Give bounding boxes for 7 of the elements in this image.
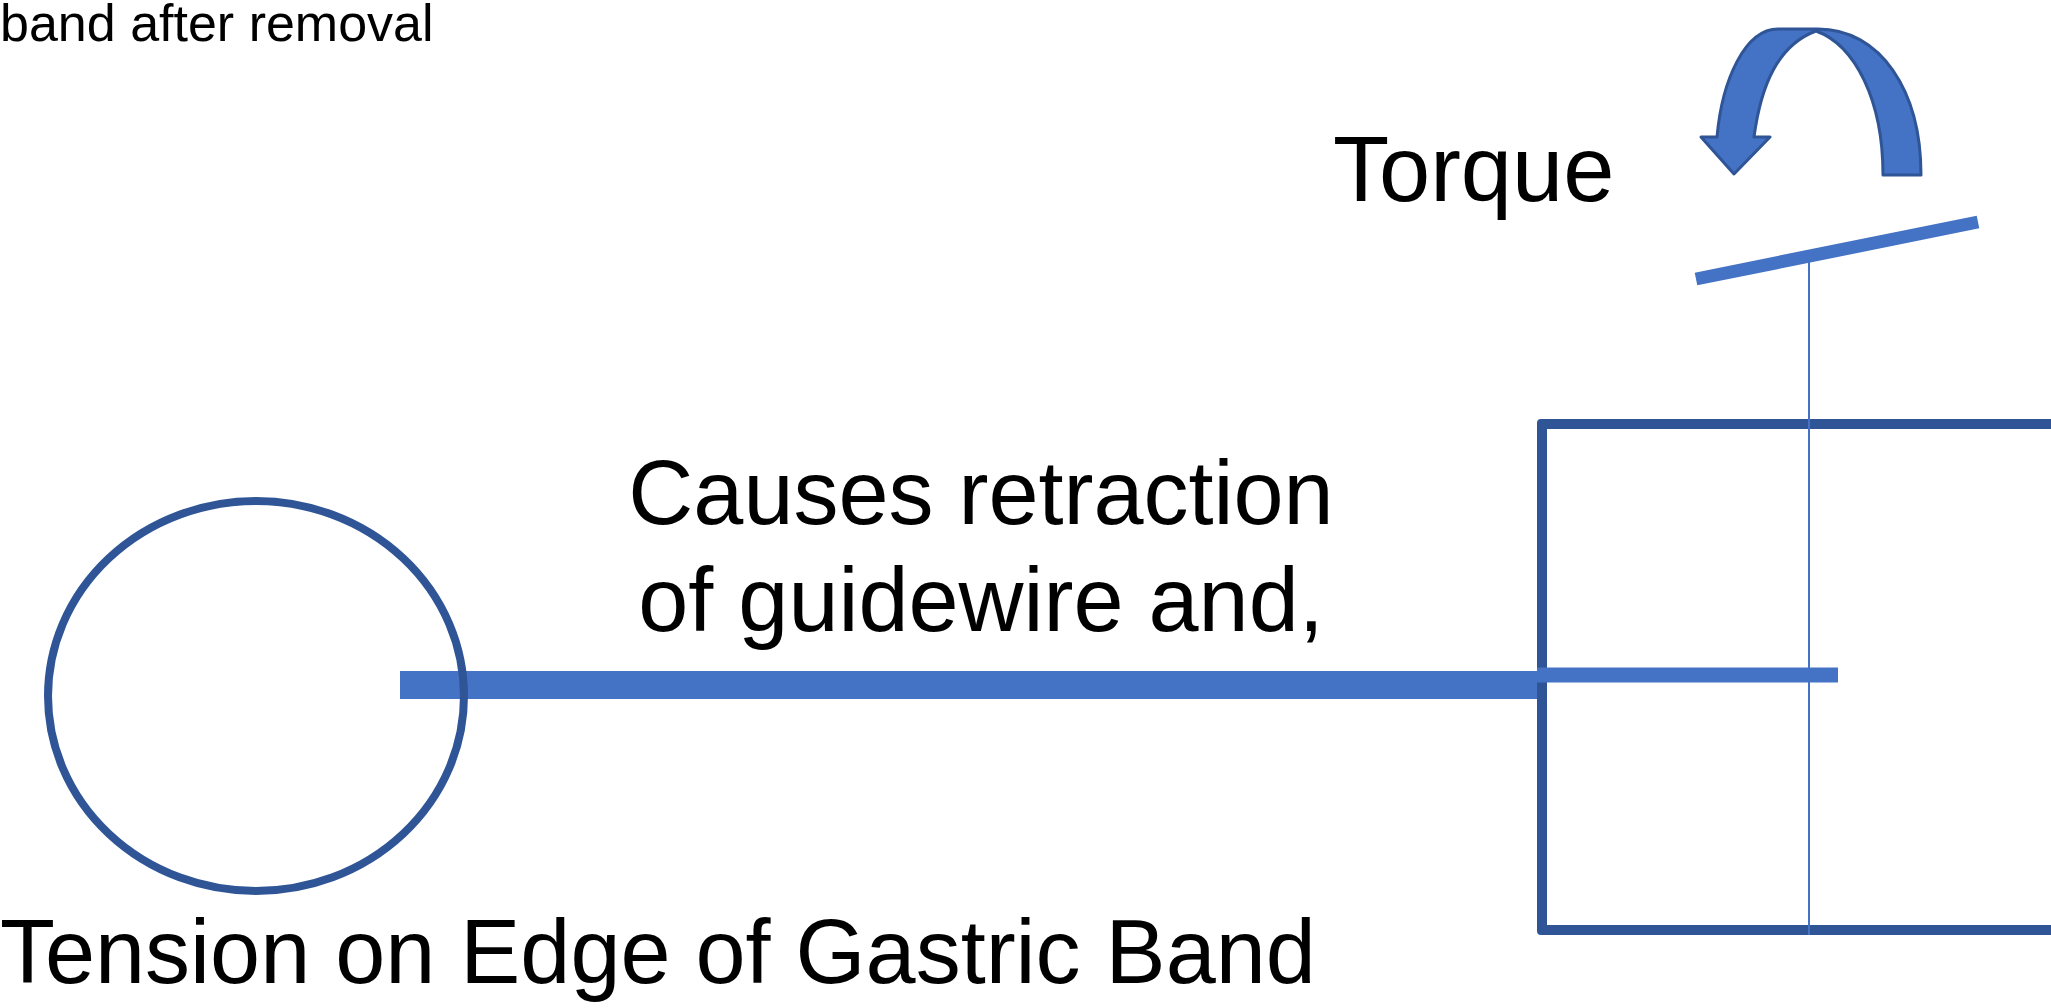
edge-label: Causes retraction of guidewire and, <box>627 442 1335 652</box>
band-ring <box>43 496 469 896</box>
text-label: Torque <box>1333 118 1615 222</box>
handle-box <box>1537 419 2051 935</box>
guidewire <box>400 671 1537 699</box>
node-label: Tension on Edge of Gastric Band <box>0 902 1316 1003</box>
text-label: band after removal <box>0 0 434 53</box>
